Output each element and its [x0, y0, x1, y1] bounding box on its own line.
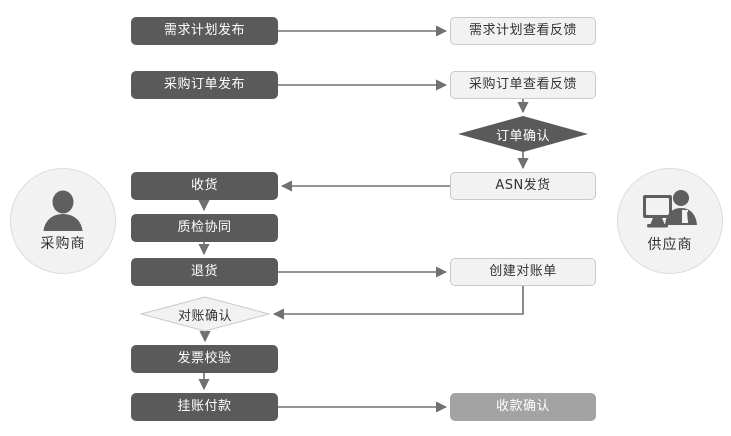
- node-purchase-order-publish[interactable]: 采购订单发布: [131, 71, 278, 99]
- node-purchase-order-feedback[interactable]: 采购订单查看反馈: [450, 71, 596, 99]
- actor-buyer[interactable]: 采购商: [10, 168, 116, 274]
- node-label: 挂账付款: [177, 398, 232, 414]
- node-label: 订单确认: [495, 128, 550, 144]
- node-label: 采购订单查看反馈: [468, 76, 577, 92]
- node-label: 采购订单发布: [163, 76, 245, 92]
- actor-label: 采购商: [40, 235, 86, 252]
- node-order-confirm-decision[interactable]: 订单确认: [458, 116, 588, 152]
- node-label: 需求计划查看反馈: [468, 22, 577, 38]
- node-label: 退货: [190, 263, 218, 279]
- node-label: 质检协同: [177, 219, 232, 235]
- node-payment-on-account[interactable]: 挂账付款: [131, 393, 278, 421]
- node-label: 发票校验: [177, 350, 232, 366]
- node-create-statement[interactable]: 创建对账单: [450, 258, 596, 286]
- edge-create-statement-to-reconcile-confirm: [272, 286, 524, 320]
- node-receipt-confirm[interactable]: 收款确认: [450, 393, 596, 421]
- node-label: 创建对账单: [489, 263, 557, 279]
- node-reconcile-confirm-decision[interactable]: 对账确认: [140, 296, 270, 332]
- node-asn-shipment[interactable]: ASN发货: [450, 172, 596, 200]
- node-goods-receipt[interactable]: 收货: [131, 172, 278, 200]
- node-invoice-verification[interactable]: 发票校验: [131, 345, 278, 373]
- node-return-goods[interactable]: 退货: [131, 258, 278, 286]
- node-demand-plan-publish[interactable]: 需求计划发布: [131, 17, 278, 45]
- person-at-computer-icon: [641, 189, 699, 233]
- node-label: 收货: [190, 177, 218, 193]
- node-label: ASN发货: [495, 177, 551, 193]
- node-label: 收款确认: [495, 398, 550, 414]
- actor-supplier[interactable]: 供应商: [617, 168, 723, 274]
- person-icon: [40, 190, 86, 232]
- node-demand-plan-feedback[interactable]: 需求计划查看反馈: [450, 17, 596, 45]
- diamond-shape-icon: [458, 116, 588, 152]
- node-label: 对账确认: [177, 308, 232, 324]
- actor-label: 供应商: [647, 236, 693, 253]
- node-quality-inspection[interactable]: 质检协同: [131, 214, 278, 242]
- node-label: 需求计划发布: [163, 22, 245, 38]
